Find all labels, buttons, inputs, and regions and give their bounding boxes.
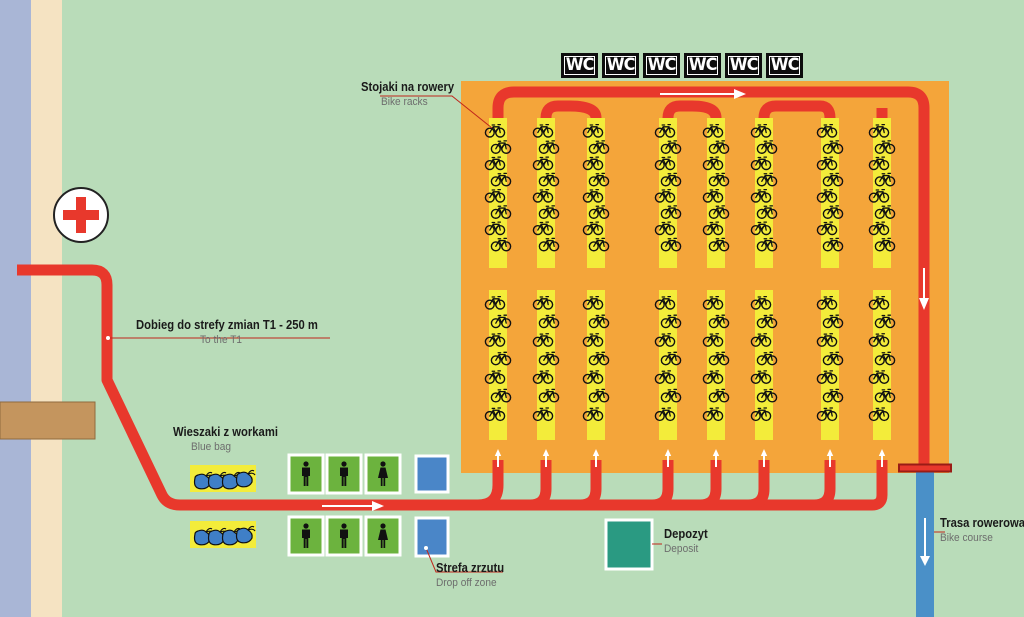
bike-racks <box>484 118 896 467</box>
blue-bag-label-en: Blue bag <box>191 441 231 453</box>
beach-strip <box>31 0 62 617</box>
bike-course-label-en: Bike course <box>940 532 993 544</box>
drop-off-label-pl: Strefa zrzutu <box>436 561 505 575</box>
run-to-t1-label-en: To the T1 <box>200 334 243 346</box>
deposit-box <box>604 518 654 571</box>
deposit-label-en: Deposit <box>664 543 699 555</box>
drop-off-box-top <box>414 454 450 494</box>
wc-box: WC <box>643 53 680 78</box>
bike-course-label-pl: Trasa rowerowa <box>940 516 1024 530</box>
bike-racks-label-en: Bike racks <box>381 96 428 108</box>
bike-course-label: Trasa rowerowa Bike course <box>940 516 1024 544</box>
drop-off-label: Strefa zrzutu Drop off zone <box>436 561 512 589</box>
bag-rack-bottom <box>190 521 256 548</box>
leader-lines <box>108 95 945 573</box>
wc-box: WC <box>725 53 762 78</box>
wc-box: WC <box>766 53 803 78</box>
deposit-label-pl: Depozyt <box>664 527 708 541</box>
deposit-label: Depozyt Deposit <box>664 527 713 555</box>
bike-course-arrow <box>920 518 930 566</box>
toilet-box <box>325 453 363 495</box>
blue-bag-label-pl: Wieszaki z workami <box>173 425 278 439</box>
drop-off-label-en: Drop off zone <box>436 577 497 589</box>
wc-box: WC <box>561 53 598 78</box>
bike-racks-label: Stojaki na rowery Bike racks <box>361 80 465 108</box>
route-arrow-right <box>919 268 929 310</box>
wc-box: WC <box>684 53 721 78</box>
run-to-t1-label: Dobieg do strefy zmian T1 - 250 m To the… <box>136 318 338 346</box>
route-arrow-top <box>660 89 746 99</box>
athlete-route <box>17 86 930 511</box>
drop-off-box-bottom <box>414 516 450 558</box>
toilet-box <box>287 515 325 557</box>
bike-racks-label-pl: Stojaki na rowery <box>361 80 455 94</box>
blue-bag-label: Wieszaki z workami Blue bag <box>173 425 290 453</box>
pier <box>0 401 96 440</box>
toilets <box>287 453 402 557</box>
bag-rack-top <box>190 465 256 492</box>
run-to-t1-label-pl: Dobieg do strefy zmian T1 - 250 m <box>136 318 318 332</box>
water-strip <box>0 0 31 617</box>
route-arrow-bottom <box>322 501 384 511</box>
first-aid-icon <box>53 187 109 243</box>
toilet-box <box>287 453 325 495</box>
wc-box: WC <box>602 53 639 78</box>
